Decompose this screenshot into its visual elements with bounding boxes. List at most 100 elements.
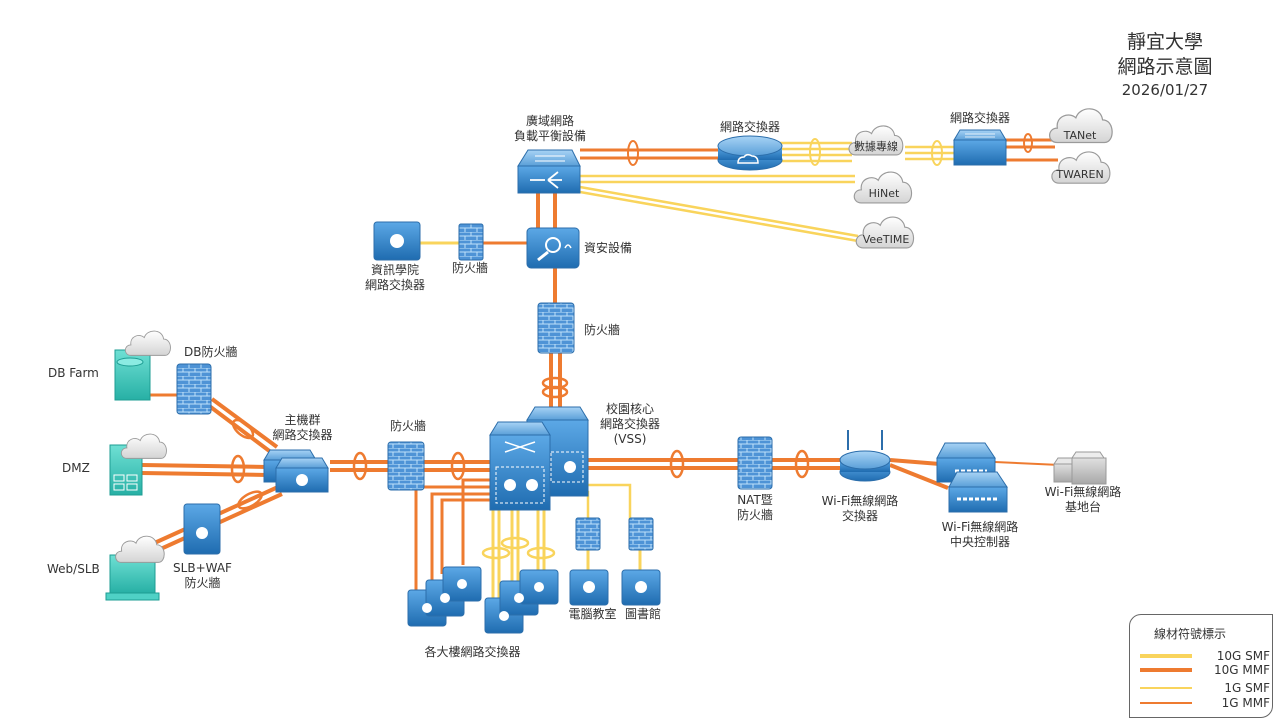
wifi-switch-label-line2: 交換器 [841, 509, 878, 523]
wan-load-balancer[interactable] [517, 149, 581, 194]
tanet-cloud[interactable]: TANet [1048, 108, 1113, 144]
link-lb-veetime [579, 185, 859, 243]
slb-waf-label: SLB+WAF 防火牆 [170, 561, 235, 591]
wan-lb-label-line2: 負載平衡設備 [513, 129, 586, 143]
wifi-controller-2[interactable] [948, 471, 1008, 513]
link-host-dcfw [330, 451, 388, 481]
csie-switch-label-line1: 資訊學院 [370, 263, 419, 277]
link-nat-wifi [772, 449, 842, 479]
security-appliance[interactable] [526, 227, 580, 269]
nat-fw-label-line2: 防火牆 [736, 508, 773, 522]
wifi-ctrl-label-line2: 中央控制器 [949, 535, 1010, 549]
wifi-ctrl-label-line1: Wi-Fi無線網路 [941, 520, 1019, 534]
legend-swatch [1140, 668, 1192, 672]
legend-title: 線材符號標示 [1154, 627, 1227, 641]
link-core-nat [588, 449, 738, 479]
links [141, 133, 1061, 600]
host-switch-label-line2: 網路交換器 [272, 428, 333, 442]
dmz-server[interactable] [109, 433, 167, 496]
legend-swatch [1140, 702, 1192, 704]
legend-item-10g-mmf: 10G MMF [1140, 663, 1270, 677]
csie-switch[interactable] [373, 221, 421, 261]
legend-label: 1G MMF [1221, 696, 1270, 710]
tanet-switch-label: 網路交換器 [949, 111, 1010, 125]
dc-fw-label: 防火牆 [389, 419, 426, 433]
library-label: 圖書館 [624, 607, 661, 621]
host-switch-stack[interactable] [263, 449, 329, 493]
link-dbfw-host [206, 397, 279, 455]
wifi-ap-label-line1: Wi-Fi無線網路 [1044, 485, 1122, 499]
legend-label: 10G MMF [1214, 663, 1270, 677]
building-switch-group[interactable] [407, 566, 559, 634]
svg-text:HiNet: HiNet [869, 187, 900, 200]
core-label-line2: 網路交換器 [599, 417, 660, 431]
core-switch-vss[interactable] [489, 406, 589, 511]
link-dcfw-core [424, 451, 492, 481]
wan-lb-label: 廣域網路 負載平衡設備 [490, 114, 610, 144]
csie-switch-label-line2: 網路交換器 [364, 278, 425, 292]
leased-line-cloud[interactable]: 數據專線 [848, 125, 904, 156]
library-switch[interactable] [621, 569, 661, 606]
link-dmz-host [141, 454, 269, 484]
title-line1: 靜宜大學 [1126, 31, 1203, 53]
security-label: 資安設備 [584, 241, 633, 255]
db-farm-label: DB Farm [48, 366, 99, 380]
hinet-cloud[interactable]: HiNet [853, 171, 913, 204]
db-firewall[interactable] [176, 363, 212, 415]
nat-fw-label: NAT暨 防火牆 [725, 493, 785, 523]
wifi-switch-label-line1: Wi-Fi無線網路 [821, 494, 899, 508]
web-slb-label: Web/SLB [47, 562, 100, 576]
core-label-line1: 校園核心 [605, 402, 654, 416]
web-slb-server[interactable] [105, 535, 165, 601]
nat-firewall[interactable] [737, 436, 773, 490]
nat-fw-label-line1: NAT暨 [737, 493, 773, 507]
link-isp-leased [780, 138, 852, 166]
link-leased-tanetswitch [905, 140, 955, 166]
twaren-cloud[interactable]: TWAREN [1051, 151, 1111, 184]
legend-swatch [1140, 654, 1192, 658]
link-lb-security [536, 193, 557, 230]
link-ctrl-ap [994, 461, 1061, 466]
wifi-access-points[interactable] [1053, 451, 1107, 485]
db-fw-label: DB防火牆 [184, 345, 238, 359]
legend-swatch [1140, 687, 1192, 689]
csie-firewall[interactable] [458, 223, 484, 261]
csie-fw-label: 防火牆 [451, 261, 488, 275]
svg-text:TWAREN: TWAREN [1055, 168, 1103, 181]
link-switch-tanet [1005, 133, 1058, 162]
host-switch-label: 主機群 網路交換器 [255, 413, 350, 443]
svg-text:TANet: TANet [1063, 129, 1097, 142]
slb-waf-label-line2: 防火牆 [184, 576, 221, 590]
wifi-switch-label: Wi-Fi無線網路 交換器 [805, 494, 915, 524]
dmz-label: DMZ [62, 461, 90, 475]
db-farm-server[interactable] [114, 330, 171, 401]
wifi-switch[interactable] [839, 430, 891, 482]
legend-item-1g-mmf: 1G MMF [1140, 696, 1270, 710]
core-label-line3: (VSS) [613, 432, 647, 446]
cable-legend: 線材符號標示 10G SMF 10G MMF 1G SMF 1G MMF [1129, 614, 1273, 718]
slb-waf-label-line1: SLB+WAF [173, 561, 232, 575]
main-fw-label: 防火牆 [584, 323, 621, 337]
wifi-ap-label-line2: 基地台 [1064, 500, 1101, 514]
diagram-title: 靜宜大學 網路示意圖 2026/01/27 [1090, 30, 1240, 100]
isp-router[interactable] [717, 135, 783, 171]
library-firewall[interactable] [628, 517, 654, 551]
veetime-cloud[interactable]: VeeTIME [855, 216, 915, 249]
link-lb-hinet [580, 174, 855, 184]
tanet-switch[interactable] [953, 129, 1007, 166]
legend-label: 1G SMF [1224, 681, 1270, 695]
lab-switch[interactable] [569, 569, 609, 606]
legend-label: 10G SMF [1216, 649, 1270, 663]
wan-lb-label-line1: 廣域網路 [525, 114, 574, 128]
title-date: 2026/01/27 [1121, 81, 1209, 99]
legend-item-1g-smf: 1G SMF [1140, 681, 1270, 695]
svg-text:數據專線: 數據專線 [854, 139, 898, 153]
slb-waf-firewall[interactable] [183, 503, 221, 555]
legend-item-10g-smf: 10G SMF [1140, 649, 1270, 663]
dc-firewall[interactable] [387, 441, 425, 491]
main-firewall[interactable] [537, 302, 575, 354]
svg-text:VeeTIME: VeeTIME [863, 233, 910, 246]
lab-firewall[interactable] [575, 517, 601, 551]
title-line2: 網路示意圖 [1117, 56, 1213, 78]
